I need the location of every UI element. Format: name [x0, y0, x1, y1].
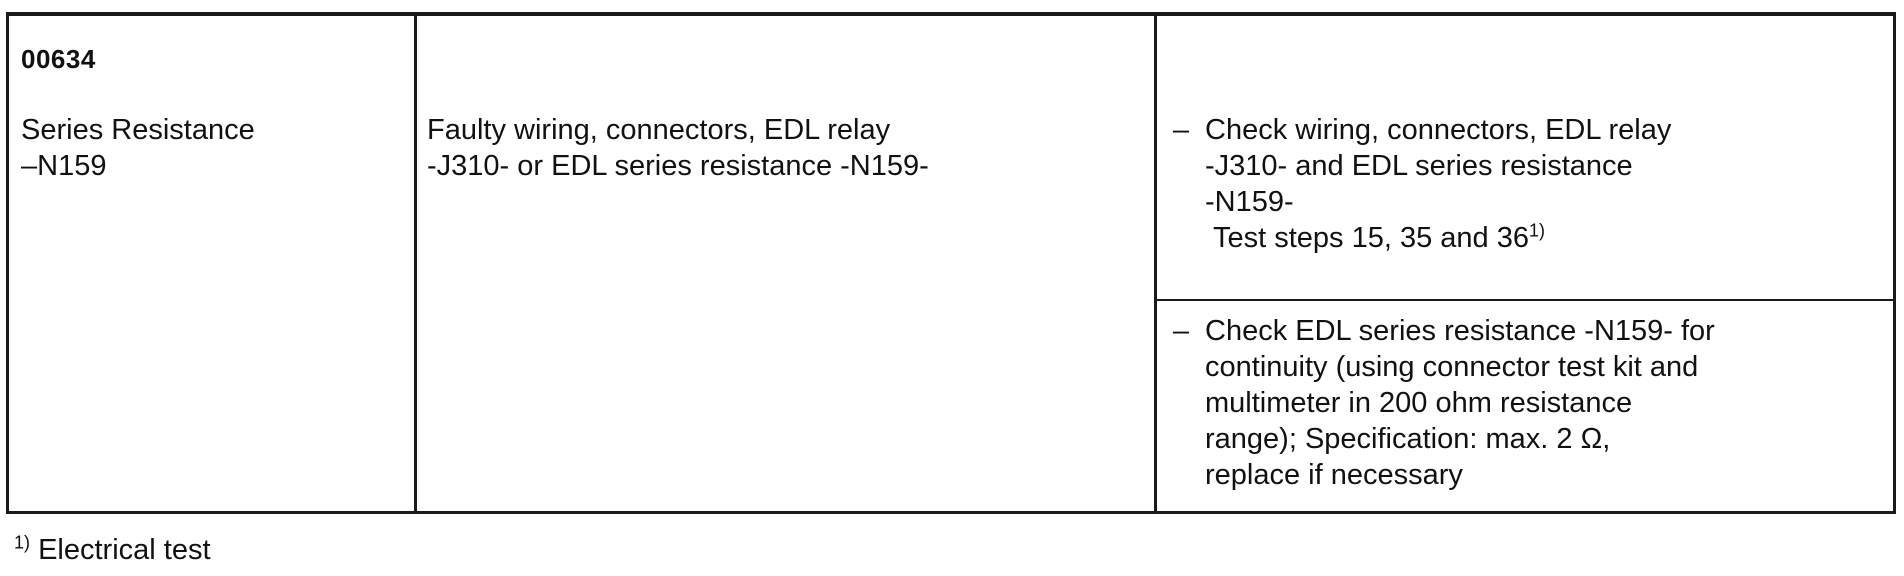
fault-table: 00634 Series Resistance –N159 Faulty wir… [6, 12, 1896, 514]
remedy-column: – Check wiring, connectors, EDL relay -J… [1157, 16, 1893, 511]
footnote-marker: 1) [14, 532, 31, 553]
remedy-line: range); Specification: max. 2 Ω, [1205, 423, 1611, 455]
remedy-item: – Check EDL series resistance -N159- for… [1157, 299, 1893, 493]
list-dash: – [1172, 315, 1190, 347]
cause-line: -J310- or EDL series resistance -N159- [427, 150, 929, 182]
test-steps-text: Test steps 15, 35 and 36 [1213, 222, 1529, 254]
fault-code-column: 00634 Series Resistance –N159 [9, 16, 417, 511]
possible-cause: Faulty wiring, connectors, EDL relay -J3… [427, 112, 1127, 184]
remedy-line: multimeter in 200 ohm resistance [1205, 387, 1633, 419]
component-line: Series Resistance [21, 114, 255, 146]
list-dash: – [1172, 114, 1190, 146]
remedy-line: replace if necessary [1205, 459, 1463, 491]
component-line: –N159 [21, 150, 107, 182]
fault-code: 00634 [21, 44, 96, 74]
remedy-line: Check wiring, connectors, EDL relay [1205, 114, 1672, 146]
cause-line: Faulty wiring, connectors, EDL relay [427, 114, 891, 146]
remedy-line: Check EDL series resistance -N159- for [1205, 315, 1715, 347]
footnote-reference: 1) [1529, 220, 1546, 241]
remedy-line: -J310- and EDL series resistance [1205, 150, 1633, 182]
remedy-line: -N159- [1205, 186, 1294, 218]
remedy-text: Check wiring, connectors, EDL relay -J31… [1205, 112, 1893, 256]
footnote: 1) Electrical test [14, 532, 211, 568]
fault-component-name: Series Resistance –N159 [21, 112, 401, 184]
remedy-item: – Check wiring, connectors, EDL relay -J… [1157, 112, 1893, 256]
possible-cause-column: Faulty wiring, connectors, EDL relay -J3… [417, 16, 1157, 511]
footnote-text: Electrical test [30, 534, 211, 566]
test-steps-line: Test steps 15, 35 and 361) [1205, 220, 1877, 256]
remedy-text: Check EDL series resistance -N159- for c… [1205, 313, 1893, 493]
remedy-line: continuity (using connector test kit and [1205, 351, 1699, 383]
